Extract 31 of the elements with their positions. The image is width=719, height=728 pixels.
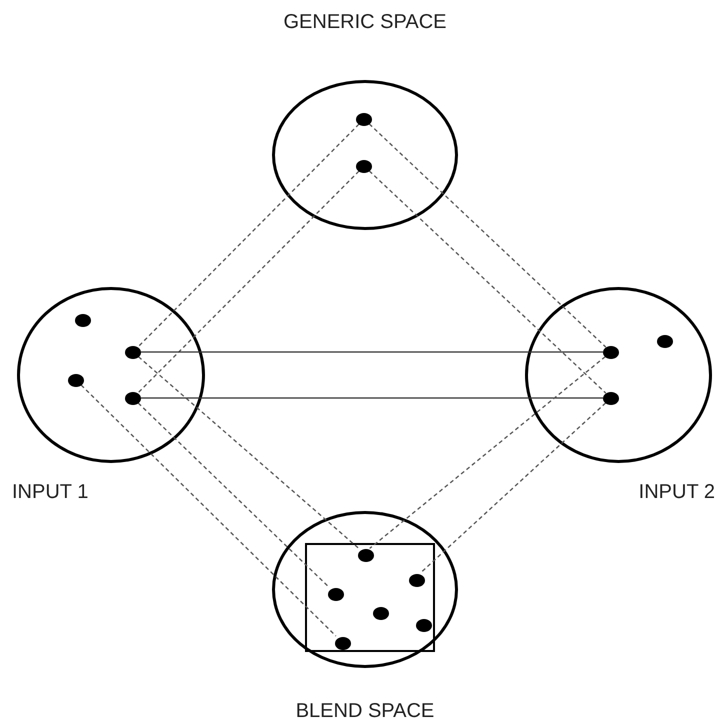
dot bbox=[409, 574, 425, 586]
dot bbox=[328, 588, 344, 600]
space-label: INPUT 2 bbox=[638, 480, 715, 504]
connector-line bbox=[141, 351, 603, 353]
dashed-line bbox=[138, 170, 360, 394]
dot bbox=[356, 112, 372, 126]
dashed-line bbox=[368, 170, 606, 394]
space-label: GENERIC SPACE bbox=[282, 10, 448, 34]
dot bbox=[356, 160, 372, 172]
dot bbox=[358, 548, 374, 562]
space-label: BLEND SPACE bbox=[294, 699, 436, 723]
dashed-line bbox=[369, 356, 606, 549]
dot bbox=[373, 606, 389, 620]
dashed-line bbox=[138, 356, 359, 549]
dot bbox=[125, 392, 141, 404]
dot bbox=[75, 314, 91, 326]
dashed-line bbox=[420, 402, 606, 574]
dot bbox=[603, 392, 619, 404]
dashed-line bbox=[368, 123, 606, 348]
connector-line bbox=[141, 397, 603, 399]
dot bbox=[68, 374, 84, 386]
dashed-line bbox=[80, 384, 336, 636]
dot bbox=[416, 618, 432, 632]
dot bbox=[125, 346, 141, 358]
dot bbox=[657, 334, 673, 348]
dashed-line bbox=[138, 402, 330, 588]
dot bbox=[335, 636, 351, 650]
space-label: INPUT 1 bbox=[12, 480, 90, 504]
dashed-line bbox=[138, 124, 360, 348]
frame bbox=[305, 543, 435, 652]
dot bbox=[603, 346, 619, 358]
